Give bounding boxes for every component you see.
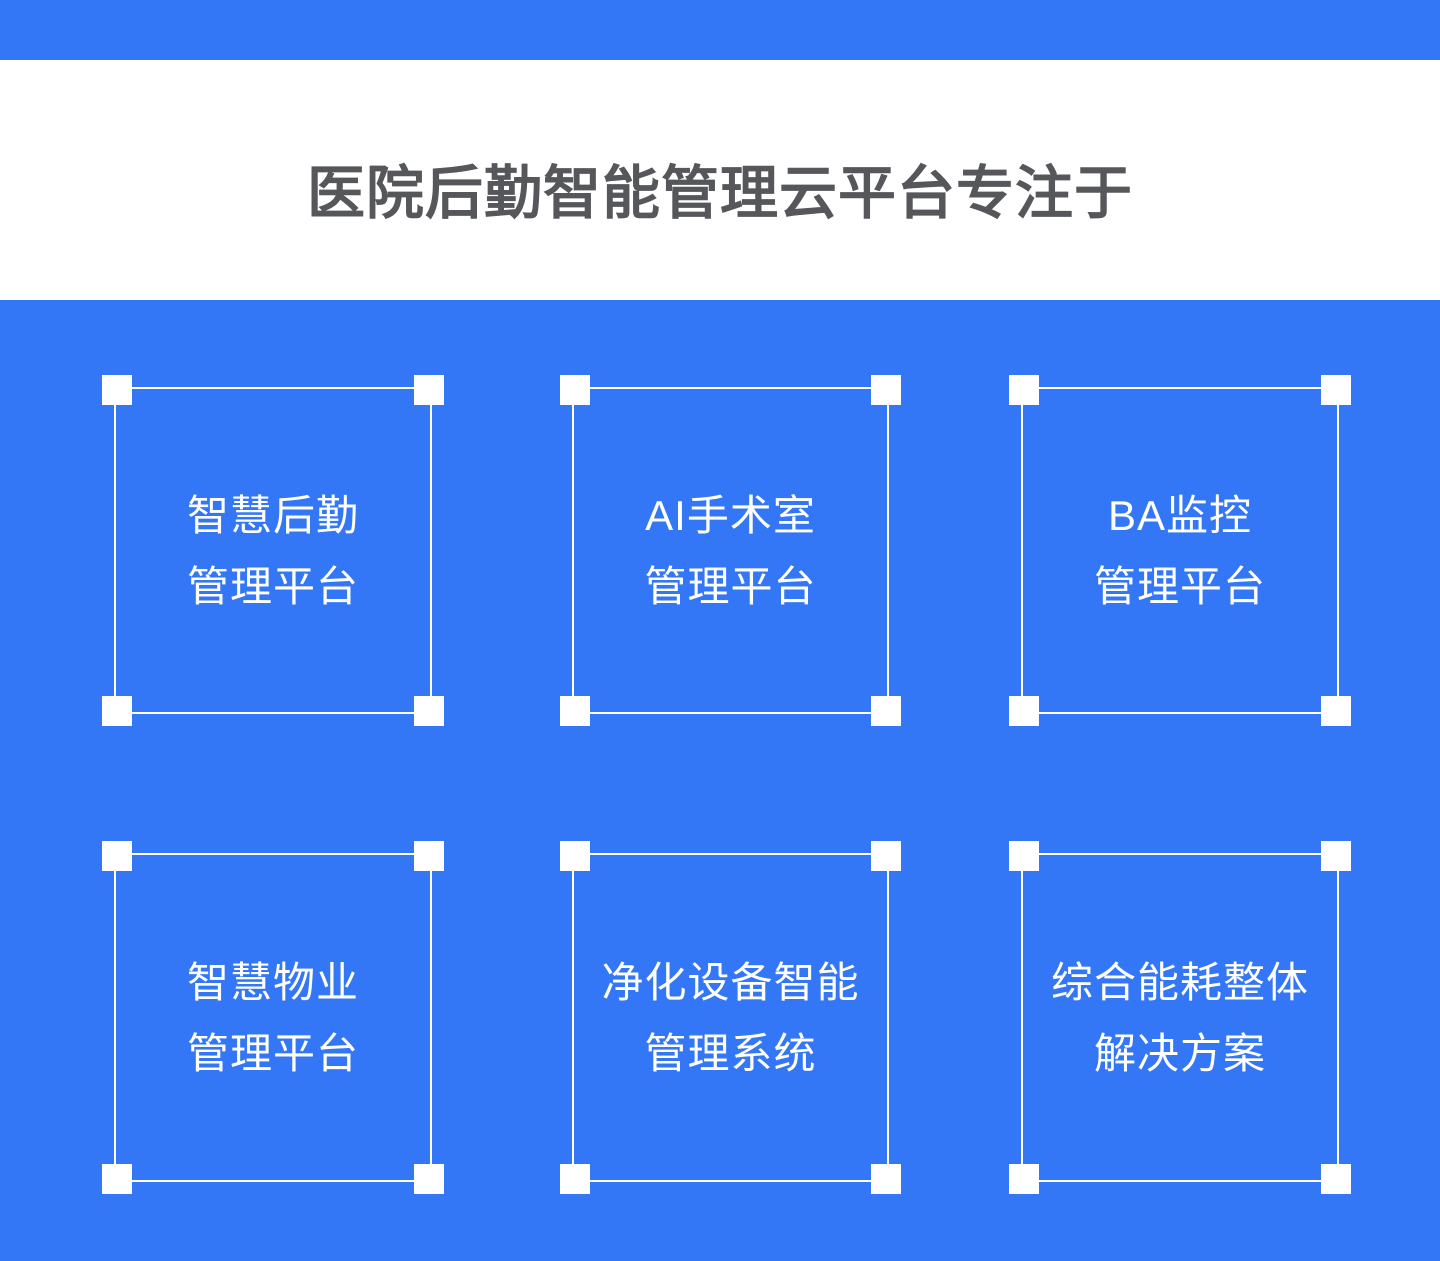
page-title: 医院后勤智能管理云平台专注于 <box>306 161 1133 226</box>
corner-marker-bottom-right <box>1321 696 1351 726</box>
corner-marker-bottom-right <box>871 1164 901 1194</box>
corner-marker-bottom-left <box>102 696 132 726</box>
feature-title-line2: 管理平台 <box>186 562 359 610</box>
feature-card-purification-equipment: 净化设备智能 管理系统 <box>560 841 901 1194</box>
feature-card-smart-logistics: 智慧后勤 管理平台 <box>102 375 444 726</box>
corner-marker-top-right <box>414 375 444 405</box>
features-section: 智慧后勤 管理平台 AI手术室 管理平台 BA监控 管理平台 智慧物业 管理平台… <box>0 300 1440 1261</box>
corner-marker-bottom-right <box>414 1164 444 1194</box>
corner-marker-top-left <box>1009 841 1039 871</box>
corner-marker-top-left <box>560 841 590 871</box>
corner-marker-bottom-left <box>1009 696 1039 726</box>
corner-marker-top-right <box>414 841 444 871</box>
corner-marker-top-right <box>1321 841 1351 871</box>
corner-marker-top-left <box>102 841 132 871</box>
feature-title-line2: 管理平台 <box>644 562 817 610</box>
feature-card-ba-monitoring: BA监控 管理平台 <box>1009 375 1351 726</box>
corner-marker-top-right <box>1321 375 1351 405</box>
corner-marker-bottom-right <box>1321 1164 1351 1194</box>
top-bar <box>0 0 1440 60</box>
feature-title-line2: 管理系统 <box>644 1029 817 1077</box>
feature-card-ai-operating-room: AI手术室 管理平台 <box>560 375 901 726</box>
feature-title-line1: 智慧后勤 <box>186 491 359 539</box>
corner-marker-top-right <box>871 841 901 871</box>
feature-title-line1: 智慧物业 <box>186 958 359 1006</box>
corner-marker-bottom-left <box>102 1164 132 1194</box>
feature-title-line2: 解决方案 <box>1093 1029 1266 1077</box>
corner-marker-bottom-left <box>560 1164 590 1194</box>
corner-marker-bottom-right <box>871 696 901 726</box>
corner-marker-bottom-left <box>1009 1164 1039 1194</box>
feature-title-line1: AI手术室 <box>645 491 816 539</box>
feature-title-line1: BA监控 <box>1107 491 1253 539</box>
feature-title-line1: 综合能耗整体 <box>1050 958 1309 1006</box>
corner-marker-top-right <box>871 375 901 405</box>
feature-title-line2: 管理平台 <box>1093 562 1266 610</box>
feature-card-energy-solution: 综合能耗整体 解决方案 <box>1009 841 1351 1194</box>
feature-title-line2: 管理平台 <box>186 1029 359 1077</box>
corner-marker-bottom-right <box>414 696 444 726</box>
corner-marker-top-left <box>560 375 590 405</box>
corner-marker-bottom-left <box>560 696 590 726</box>
feature-title-line1: 净化设备智能 <box>601 958 860 1006</box>
corner-marker-top-left <box>102 375 132 405</box>
corner-marker-top-left <box>1009 375 1039 405</box>
title-band: 医院后勤智能管理云平台专注于 <box>0 60 1440 300</box>
feature-card-smart-property: 智慧物业 管理平台 <box>102 841 444 1194</box>
